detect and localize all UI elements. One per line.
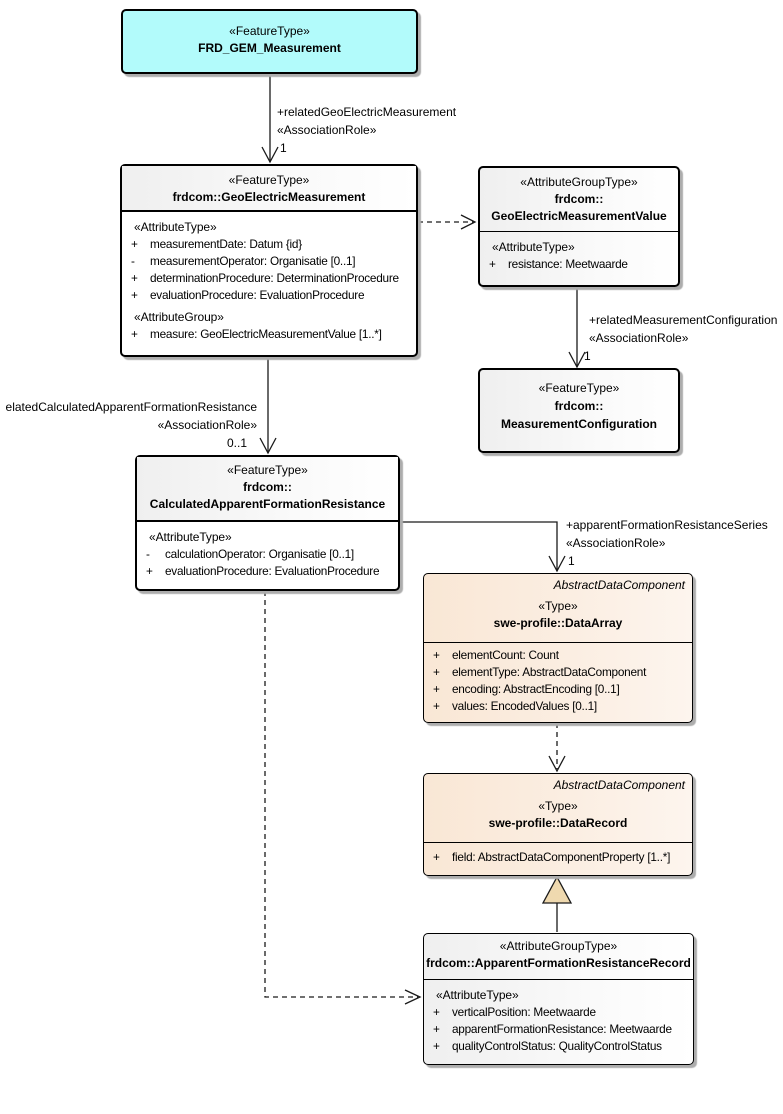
generalization-afrrecord-to-datarecord[interactable] bbox=[541, 875, 573, 932]
attribute-row: + evaluationProcedure: EvaluationProcedu… bbox=[146, 564, 380, 578]
class-name-line1: frdcom:: bbox=[243, 480, 292, 494]
association-calc-to-dataarray[interactable] bbox=[400, 521, 566, 573]
connector-label-group: +relatedGeoElectricMeasurement «Associat… bbox=[277, 103, 456, 157]
stereotype-label: «FeatureType» bbox=[228, 173, 310, 187]
connector-label-group: +apparentFormationResistanceSeries «Asso… bbox=[566, 516, 768, 570]
class-geoelectricmeasurement[interactable]: «FeatureType» frdcom::GeoElectricMeasure… bbox=[120, 164, 418, 357]
attribute-section-header: «AttributeType» bbox=[436, 988, 519, 1002]
multiplicity-label: 1 bbox=[584, 349, 591, 363]
class-name-line2: MeasurementConfiguration bbox=[500, 417, 657, 431]
association-gem-to-calc[interactable] bbox=[259, 357, 277, 455]
open-arrowhead-icon bbox=[548, 755, 566, 773]
attribute-row: + measure: GeoElectricMeasurementValue [… bbox=[131, 327, 382, 341]
attribute-row: + field: AbstractDataComponentProperty [… bbox=[433, 850, 671, 864]
stereotype-label: «AttributeGroupType» bbox=[520, 175, 638, 189]
stereotype-label: «Type» bbox=[538, 599, 578, 613]
attribute-section-header: «AttributeType» bbox=[149, 530, 232, 544]
connector-label-group: elatedCalculatedApparentFormationResista… bbox=[0, 398, 257, 452]
multiplicity-label: 1 bbox=[568, 554, 575, 568]
dependency-dataarray-to-datarecord[interactable] bbox=[548, 723, 566, 773]
role-label: +relatedGeoElectricMeasurement bbox=[277, 105, 457, 119]
attribute-row: + evaluationProcedure: EvaluationProcedu… bbox=[131, 288, 365, 302]
class-swe-dataarray[interactable]: AbstractDataComponent «Type» swe-profile… bbox=[423, 573, 693, 723]
superclass-label: AbstractDataComponent bbox=[553, 578, 685, 592]
association-stereotype-label: «AssociationRole» bbox=[566, 536, 666, 550]
role-label: +relatedMeasurementConfiguration bbox=[589, 313, 778, 327]
attribute-row: + elementCount: Count bbox=[433, 648, 559, 662]
stereotype-label: «FeatureType» bbox=[538, 381, 620, 395]
stereotype-label: «FeatureType» bbox=[229, 24, 310, 38]
dependency-calc-to-afrrecord[interactable] bbox=[264, 591, 422, 1005]
class-name: swe-profile::DataArray bbox=[493, 616, 623, 630]
role-label: +apparentFormationResistanceSeries bbox=[566, 518, 768, 532]
class-name-line2: GeoElectricMeasurementValue bbox=[491, 209, 667, 223]
class-measurementconfiguration[interactable]: «FeatureType» frdcom:: MeasurementConfig… bbox=[478, 368, 680, 453]
association-stereotype-label: «AssociationRole» bbox=[589, 331, 689, 345]
attribute-row: - measurementOperator: Organisatie [0..1… bbox=[131, 254, 356, 268]
attribute-row: + qualityControlStatus: QualityControlSt… bbox=[433, 1039, 662, 1053]
class-apparentformationresistancerecord[interactable]: «AttributeGroupType» frdcom::ApparentFor… bbox=[423, 933, 694, 1065]
attribute-row: + apparentFormationResistance: Meetwaard… bbox=[433, 1022, 672, 1036]
role-label: elatedCalculatedApparentFormationResista… bbox=[5, 400, 257, 414]
class-swe-datarecord[interactable]: AbstractDataComponent «Type» swe-profile… bbox=[423, 773, 693, 876]
open-arrowhead-icon bbox=[548, 555, 566, 573]
class-name: FRD_GEM_Measurement bbox=[198, 41, 341, 55]
connector-label-group: +relatedMeasurementConfiguration «Associ… bbox=[584, 311, 778, 365]
class-frd-gem-measurement[interactable]: «FeatureType» FRD_GEM_Measurement bbox=[121, 9, 418, 74]
class-calculatedapparentformationresistance[interactable]: «FeatureType» frdcom:: CalculatedApparen… bbox=[135, 455, 400, 591]
open-arrowhead-icon bbox=[460, 214, 477, 230]
superclass-label: AbstractDataComponent bbox=[553, 778, 685, 792]
class-name-line1: frdcom:: bbox=[554, 192, 604, 206]
class-geoelectricmeasurementvalue[interactable]: «AttributeGroupType» frdcom:: GeoElectri… bbox=[478, 166, 680, 287]
attribute-row: + values: EncodedValues [0..1] bbox=[433, 699, 597, 713]
attribute-row: + determinationProcedure: DeterminationP… bbox=[131, 271, 399, 285]
stereotype-label: «Type» bbox=[538, 799, 578, 813]
attribute-row: + measurementDate: Datum {id} bbox=[131, 237, 302, 251]
stereotype-label: «FeatureType» bbox=[227, 463, 308, 477]
attribute-row: + verticalPosition: Meetwaarde bbox=[433, 1005, 596, 1019]
open-arrowhead-icon bbox=[261, 146, 279, 164]
association-stereotype-label: «AssociationRole» bbox=[277, 123, 377, 137]
attribute-section-header: «AttributeType» bbox=[492, 240, 575, 254]
association-frd-to-gem[interactable] bbox=[261, 75, 279, 164]
attribute-section-header: «AttributeGroup» bbox=[134, 310, 224, 324]
generalization-triangle-icon bbox=[541, 875, 573, 904]
class-name: frdcom::ApparentFormationResistanceRecor… bbox=[426, 956, 691, 970]
attribute-row: - calculationOperator: Organisatie [0..1… bbox=[146, 547, 354, 561]
class-name: swe-profile::DataRecord bbox=[488, 816, 628, 830]
class-name-line1: frdcom:: bbox=[554, 399, 604, 413]
attribute-section-header: «AttributeType» bbox=[134, 220, 217, 234]
stereotype-label: «AttributeGroupType» bbox=[499, 939, 618, 953]
open-arrowhead-icon bbox=[259, 437, 277, 455]
association-stereotype-label: «AssociationRole» bbox=[157, 418, 257, 432]
attribute-row: + resistance: Meetwaarde bbox=[489, 257, 628, 271]
class-name: frdcom::GeoElectricMeasurement bbox=[172, 190, 366, 204]
open-arrowhead-icon bbox=[568, 351, 586, 369]
multiplicity-label: 0..1 bbox=[226, 436, 247, 450]
association-value-to-config[interactable] bbox=[568, 287, 586, 369]
attribute-row: + elementType: AbstractDataComponent bbox=[433, 665, 647, 679]
attribute-row: + encoding: AbstractEncoding [0..1] bbox=[433, 682, 620, 696]
class-name-line2: CalculatedApparentFormationResistance bbox=[149, 497, 386, 511]
open-arrowhead-icon bbox=[404, 989, 422, 1005]
dependency-gem-to-value[interactable] bbox=[418, 214, 477, 230]
multiplicity-label: 1 bbox=[280, 141, 287, 155]
